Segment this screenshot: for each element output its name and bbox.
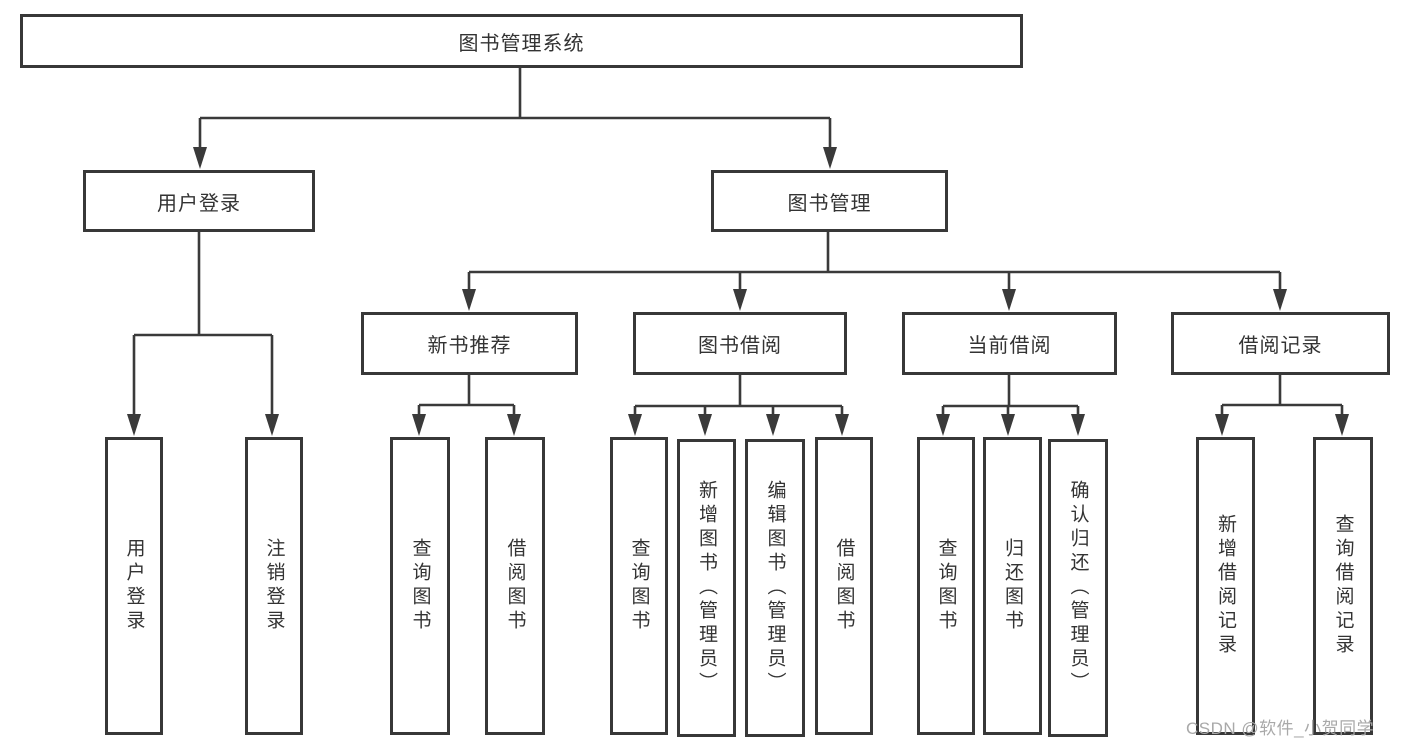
leaf-add-book-admin: 新增图书（管理员）	[677, 439, 736, 737]
leaf-add-borrow-record: 新增借阅记录	[1196, 437, 1255, 735]
leaf-logout: 注销登录	[245, 437, 303, 735]
leaf-return-book: 归还图书	[983, 437, 1042, 735]
leaf-borrow-book: 借阅图书	[815, 437, 873, 735]
node-book-management: 图书管理	[711, 170, 948, 232]
node-book-borrow: 图书借阅	[633, 312, 847, 375]
node-user-login: 用户登录	[83, 170, 315, 232]
node-current-borrow: 当前借阅	[902, 312, 1117, 375]
leaf-edit-book-admin: 编辑图书（管理员）	[745, 439, 805, 737]
csdn-watermark: CSDN @软件_小贺同学	[1186, 719, 1375, 738]
leaf-confirm-return-admin: 确认归还（管理员）	[1048, 439, 1108, 737]
node-root: 图书管理系统	[20, 14, 1023, 68]
node-borrow-records: 借阅记录	[1171, 312, 1390, 375]
leaf-query-book-recommend: 查询图书	[390, 437, 450, 735]
leaf-user-login: 用户登录	[105, 437, 163, 735]
leaf-query-book-borrow: 查询图书	[610, 437, 668, 735]
node-new-book-recommend: 新书推荐	[361, 312, 578, 375]
leaf-borrow-book-recommend: 借阅图书	[485, 437, 545, 735]
leaf-query-borrow-record: 查询借阅记录	[1313, 437, 1373, 735]
leaf-query-book-current: 查询图书	[917, 437, 975, 735]
